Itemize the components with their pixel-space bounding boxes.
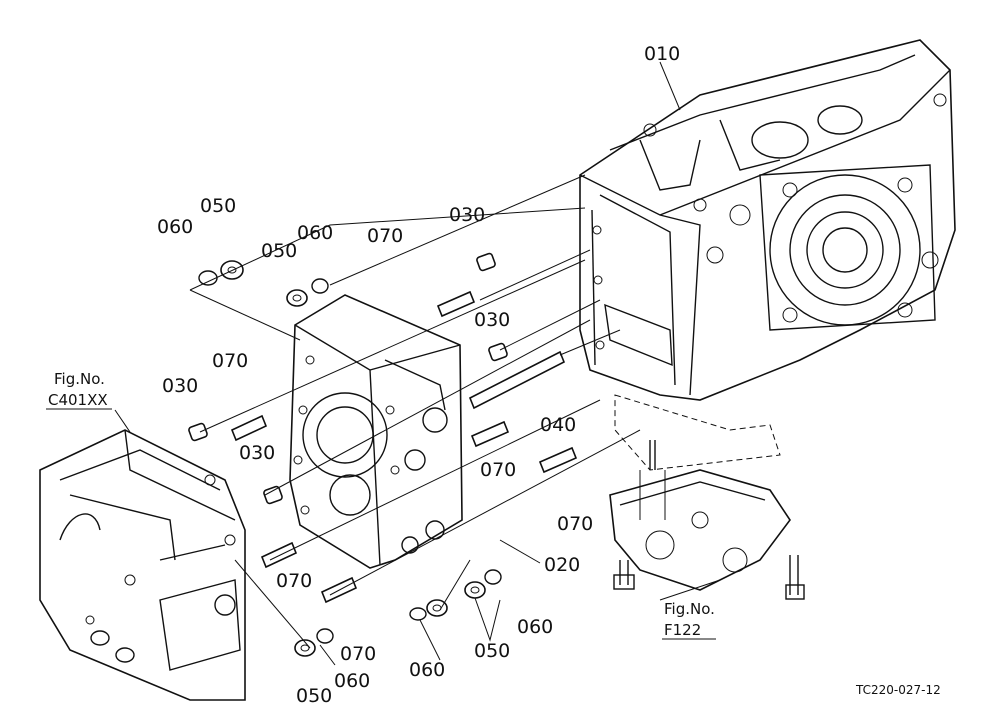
label-070-bottom: 070 (340, 643, 376, 665)
long-stud-040 (468, 350, 566, 410)
label-050-c: 050 (474, 640, 510, 662)
drawing-code: TC220-027-12 (855, 683, 941, 697)
left-housing (39, 429, 246, 701)
ref-left-code: C401XX (48, 391, 108, 409)
transmission-case-010 (579, 39, 956, 401)
label-050-d: 050 (296, 685, 332, 707)
label-060-e: 060 (334, 670, 370, 692)
dowel-pins-030 (188, 252, 508, 505)
leader-lines (114, 61, 721, 666)
lower-bracket-housing (609, 394, 805, 600)
label-010: 010 (644, 43, 680, 65)
label-070-lower-left: 070 (276, 570, 312, 592)
label-030-lower: 030 (239, 442, 275, 464)
label-070-mid: 070 (480, 459, 516, 481)
label-060-c: 060 (517, 616, 553, 638)
label-050-a: 050 (200, 195, 236, 217)
label-040: 040 (540, 414, 576, 436)
nuts-050 (220, 260, 486, 657)
ref-right-fig: Fig.No. (664, 600, 715, 618)
label-050-b: 050 (261, 240, 297, 262)
ref-right-code: F122 (664, 621, 701, 639)
part-labels: 010 020 030 030 030 030 040 050 050 050 … (157, 43, 680, 707)
label-060-b: 060 (297, 222, 333, 244)
middle-cover-020 (289, 294, 463, 569)
label-060-a: 060 (157, 216, 193, 238)
label-070-left: 070 (212, 350, 248, 372)
label-030-top: 030 (449, 204, 485, 226)
ref-left-fig: Fig.No. (54, 370, 105, 388)
label-070-top: 070 (367, 225, 403, 247)
label-060-d: 060 (409, 659, 445, 681)
label-020: 020 (544, 554, 580, 576)
label-030-mid: 030 (474, 309, 510, 331)
label-030-left: 030 (162, 375, 198, 397)
figure-references: Fig.No. C401XX Fig.No. F122 (46, 370, 716, 640)
label-070-right: 070 (557, 513, 593, 535)
assembly-guide-lines (189, 174, 641, 649)
